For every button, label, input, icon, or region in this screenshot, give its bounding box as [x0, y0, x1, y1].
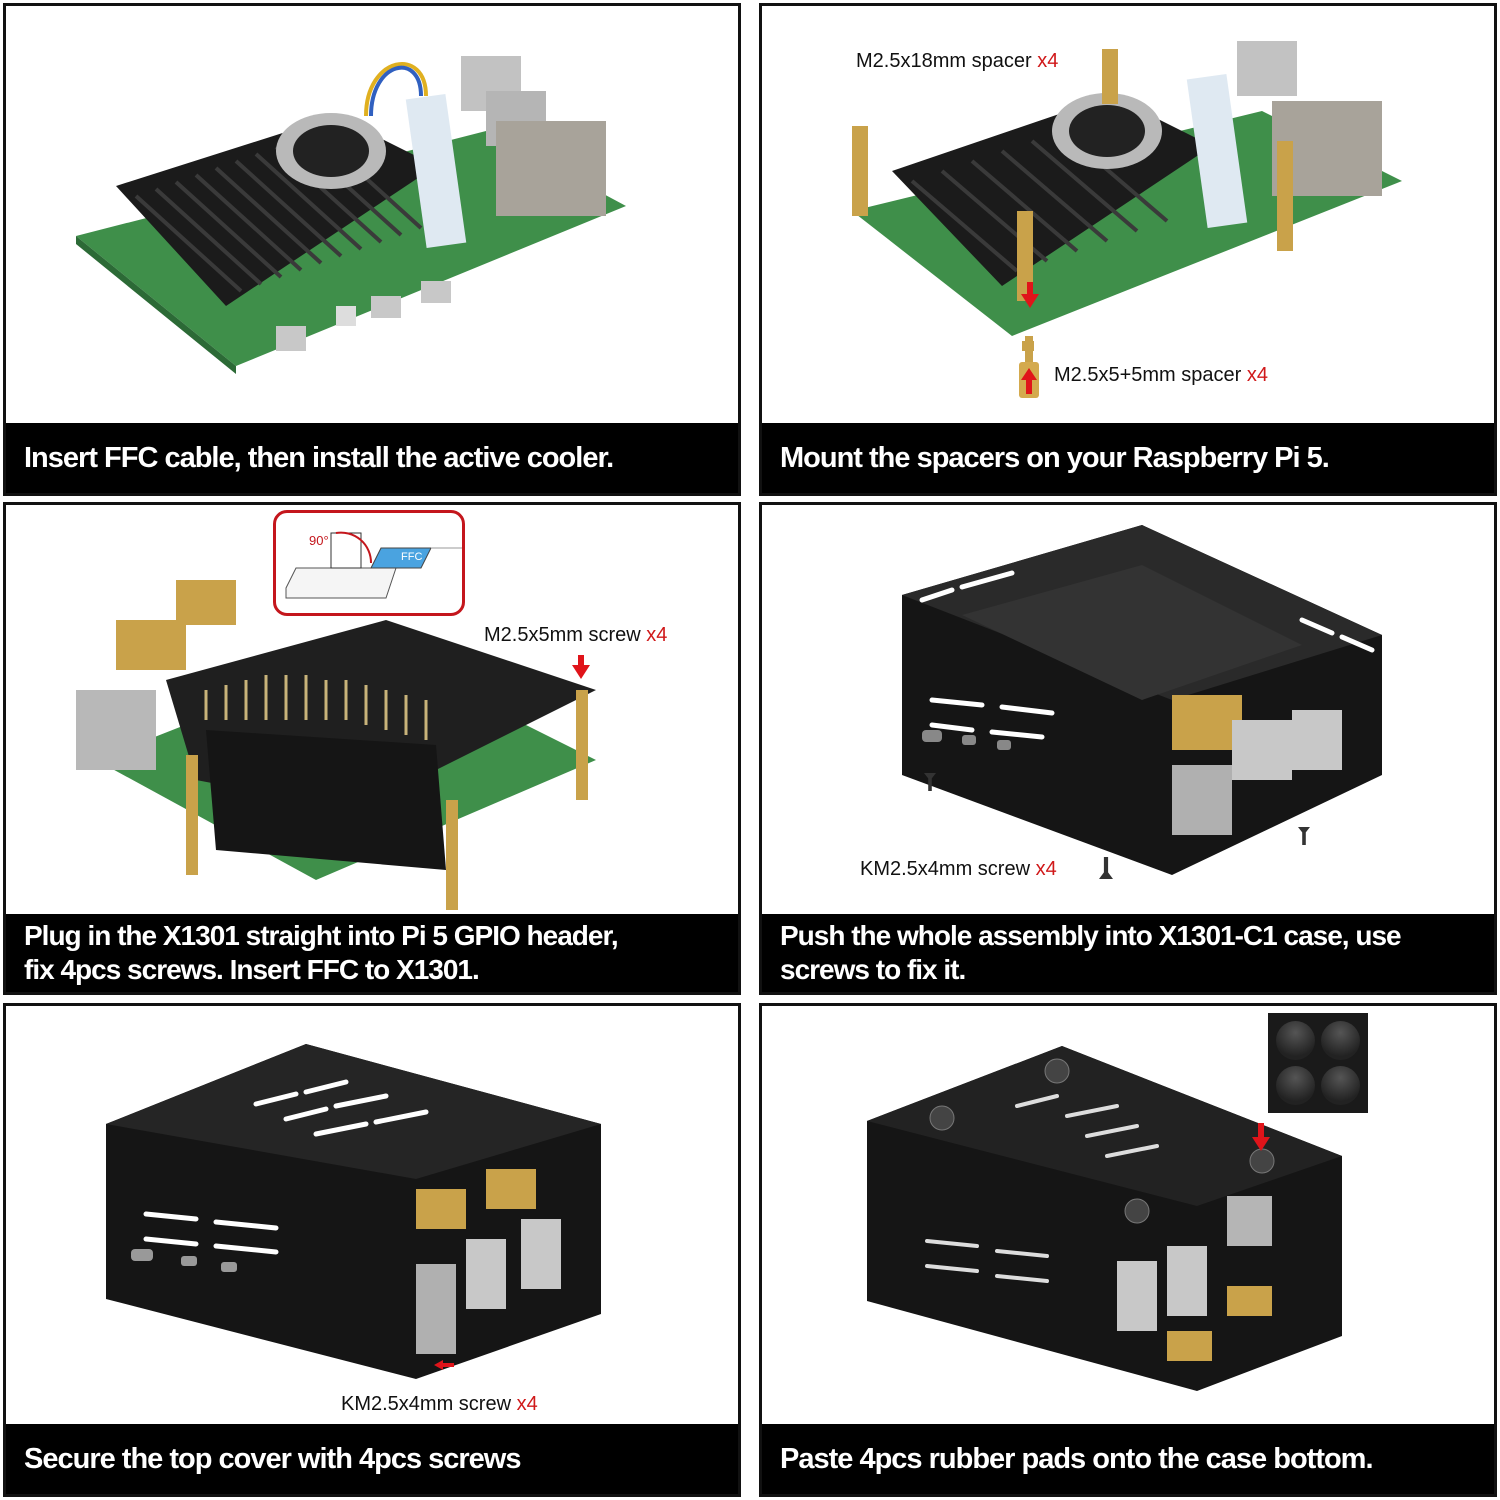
ffc-connector-diagram [285, 531, 462, 599]
arrow-down-icon [578, 655, 584, 665]
rubber-pad [1321, 1066, 1360, 1105]
arrow-down-icon [1027, 282, 1033, 294]
step-4-caption-line2: screws to fix it. [780, 954, 966, 985]
step-3-caption-line2: fix 4pcs screws. Insert FFC to X1301. [24, 954, 480, 985]
step-1-panel: Insert FFC cable, then install the activ… [3, 3, 741, 496]
step-3-caption-line1: Plug in the X1301 straight into Pi 5 GPI… [24, 920, 619, 951]
rubber-pad [1276, 1021, 1315, 1060]
arrow-left-icon [434, 1360, 454, 1370]
screw-km25x4-label: KM2.5x4mm screw x4 [341, 1393, 538, 1415]
step-1-caption: Insert FFC cable, then install the activ… [6, 423, 738, 493]
ffc-connector-callout [273, 510, 465, 616]
small-spacer-image [1019, 336, 1039, 398]
raspberry-pi-with-spacers-image [852, 41, 1402, 351]
arrow-down-icon [1258, 1123, 1264, 1137]
step-5-caption: Secure the top cover with 4pcs screws [6, 1424, 738, 1494]
step-2-caption: Mount the spacers on your Raspberry Pi 5… [762, 423, 1494, 493]
step-3-panel: 90° FFC M2.5x5mm screw x4 Plug in the X1… [3, 502, 741, 995]
step-5-panel: KM2.5x4mm screw x4 Secure the top cover … [3, 1003, 741, 1497]
spacer-5-5mm-label: M2.5x5+5mm spacer x4 [1054, 364, 1268, 386]
arrow-down-head-icon [1252, 1137, 1270, 1151]
step-6-panel: Paste 4pcs rubber pads onto the case bot… [759, 1003, 1497, 1497]
rubber-pad [1321, 1021, 1360, 1060]
step-3-caption: Plug in the X1301 straight into Pi 5 GPI… [6, 914, 738, 992]
step-4-caption-line1: Push the whole assembly into X1301-C1 ca… [780, 920, 1402, 951]
assembly-in-case-image [902, 525, 1382, 875]
step-4-caption: Push the whole assembly into X1301-C1 ca… [762, 914, 1494, 992]
step-6-caption: Paste 4pcs rubber pads onto the case bot… [762, 1424, 1494, 1494]
arrow-down-head-icon [572, 665, 590, 679]
rubber-pads-image [1268, 1013, 1368, 1113]
raspberry-pi-active-cooler-image [76, 56, 626, 374]
case-bottom-image [867, 1046, 1342, 1391]
step-4-panel: KM2.5x4mm screw x4 Push the whole assemb… [759, 502, 1497, 995]
arrow-down-head-icon [1021, 294, 1039, 308]
spacer-18mm-label: M2.5x18mm spacer x4 [856, 50, 1059, 72]
closed-case-image [106, 1044, 601, 1379]
rubber-pad [1276, 1066, 1315, 1105]
screw-m25x5-label: M2.5x5mm screw x4 [484, 624, 668, 646]
x1301-on-pi5-image [76, 580, 596, 910]
angle-label: 90° [309, 533, 329, 548]
ffc-label: FFC [401, 551, 423, 563]
step-2-panel: M2.5x18mm spacer x4 M2.5x5+5mm spacer x4… [759, 3, 1497, 496]
screw-km25x4-label: KM2.5x4mm screw x4 [860, 858, 1057, 880]
